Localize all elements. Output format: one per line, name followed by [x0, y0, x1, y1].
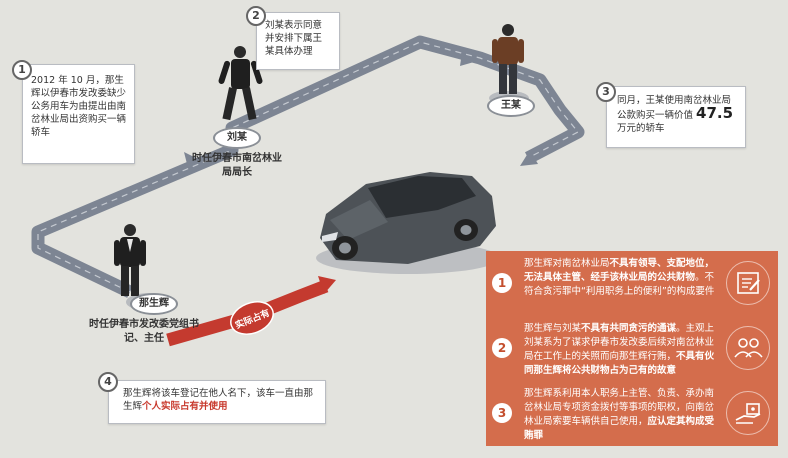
finding-1-text-c: 。不符合贪污罪中“利用职务上的便利”的构成要件 [524, 272, 715, 297]
finding-2-panel: 2 那生辉与刘某不具有共同贪污的通谋。主观上刘某系为了谋求伊春市发改委后续对南岔… [486, 316, 778, 381]
step-3-badge: 3 [596, 82, 616, 102]
step-4-text: 那生辉将该车登记在他人名下，该车一直由那生辉 [123, 388, 314, 412]
step-4-highlight: 个人实际占有并使用 [142, 401, 228, 412]
finding-3-text-a: 那生辉系利用本人职务上主管、负责、承办南岔林业局专项资金拨付等事项的职权，向南岔… [524, 388, 715, 427]
step-4-badge: 4 [98, 372, 118, 392]
finding-3-number: 3 [492, 403, 512, 423]
finding-1-panel: 1 那生辉对南岔林业局不具有领导、支配地位，无法具体主管、经手该林业局的公共财物… [486, 251, 778, 316]
hand-money-icon [726, 391, 770, 435]
person-liu-caption: 时任伊春市南岔林业局局长 [192, 153, 282, 178]
step-1-badge: 1 [12, 60, 32, 80]
step-1-text: 2012 年 10 月，那生辉以伊春市发改委缺少公务用车为由提出由南岔林业局出资… [31, 75, 127, 138]
occupation-arrowhead [318, 276, 336, 294]
finding-2-text-a: 那生辉与刘某 [524, 323, 582, 334]
step-2-badge: 2 [246, 6, 266, 26]
person-nashenghui-name: 那生辉 [130, 293, 178, 315]
occupation-stamp: 实际占有 [230, 301, 274, 335]
person-wang-figure [492, 24, 524, 94]
finding-1-text-a: 那生辉对南岔林业局 [524, 258, 610, 269]
car-illustration [316, 172, 500, 274]
flow-arrowhead-1 [184, 152, 200, 168]
flow-arrowhead-3 [520, 150, 538, 166]
person-liu-figure [218, 46, 263, 121]
flow-road-dash [37, 41, 579, 293]
step-3-text-b: 万元的轿车 [617, 123, 665, 134]
person-wang-name: 王某 [487, 95, 535, 117]
step-2-callout: 刘某表示同意并安排下属王某具体办理 [256, 12, 340, 70]
step-4-callout: 那生辉将该车登记在他人名下，该车一直由那生辉个人实际占有并使用 [108, 380, 326, 424]
finding-1-text-b: 不具有领导、支配地位，无法具体主管、经手该林业局的公共财物 [524, 258, 715, 283]
person-nashenghui-caption: 时任伊春市发改委党组书记、主任 [89, 319, 199, 344]
finding-1-number: 1 [492, 273, 512, 293]
finding-3-text-b: 应认定其构成受贿罪 [524, 416, 715, 441]
person-liu-name: 刘某 [213, 127, 261, 149]
finding-2-text-c: 。主观上刘某系为了谋求伊春市发改委后续对南岔林业局在工作上的关照而向那生辉行贿， [524, 323, 715, 362]
finding-2-text-d: 不具有伙同那生辉将公共财物占为己有的故意 [524, 351, 715, 376]
step-2-text: 刘某表示同意并安排下属王某具体办理 [265, 20, 323, 57]
occupation-road [166, 279, 329, 347]
person-nashenghui-figure [114, 224, 146, 296]
step-3-text-a: 同月，王某使用南岔林业局公款购买一辆价值 [617, 95, 732, 121]
two-people-icon [726, 326, 770, 370]
finding-2-number: 2 [492, 338, 512, 358]
flow-arrowhead-2 [460, 52, 474, 66]
step-1-callout: 2012 年 10 月，那生辉以伊春市发改委缺少公务用车为由提出由南岔林业局出资… [22, 64, 135, 164]
document-pen-icon [726, 261, 770, 305]
step-3-callout: 同月，王某使用南岔林业局公款购买一辆价值 47.5 万元的轿车 [606, 86, 746, 148]
finding-2-text-b: 不具有共同贪污的通谋 [581, 323, 677, 334]
finding-3-panel: 3 那生辉系利用本人职务上主管、负责、承办南岔林业局专项资金拨付等事项的职权，向… [486, 381, 778, 446]
step-3-amount: 47.5 [696, 104, 734, 122]
